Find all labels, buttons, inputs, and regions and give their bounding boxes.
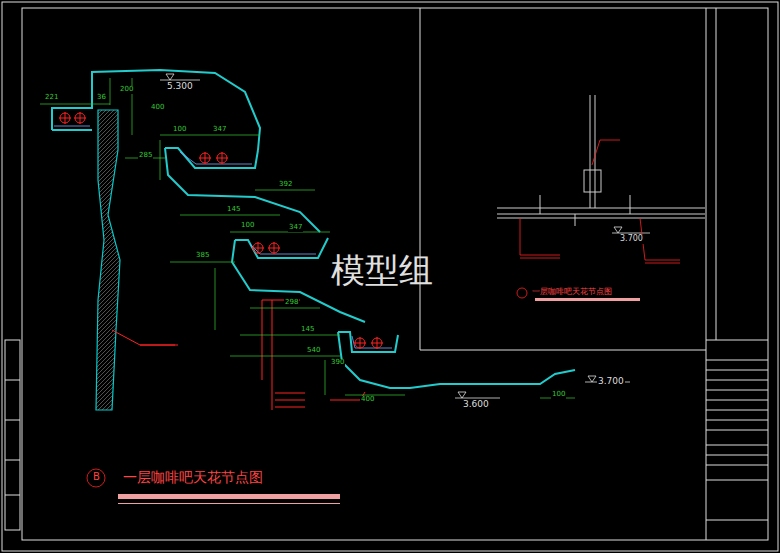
level-mark: 3.600: [462, 400, 490, 410]
dimension: 347: [212, 126, 227, 134]
drawing-title: 一层咖啡吧天花节点图: [122, 470, 264, 485]
dimension: 100: [551, 391, 566, 399]
dimension: 221: [44, 94, 59, 102]
detail-title: 一层咖啡吧天花节点图: [531, 288, 613, 297]
dimension: 540: [306, 347, 321, 355]
dimension: 100: [172, 126, 187, 134]
level-mark: 3.700: [597, 377, 625, 387]
dimension: 285: [138, 152, 153, 160]
level-mark: 5.300: [166, 82, 194, 92]
dimension: 347: [288, 224, 303, 232]
dimension: 400: [150, 104, 165, 112]
dimension: 145: [300, 326, 315, 334]
dimension: 385: [195, 252, 210, 260]
dimension: 390: [330, 359, 345, 367]
dimension: 100: [240, 222, 255, 230]
level-mark: 3.700: [619, 235, 644, 244]
dimension: 298: [284, 299, 299, 307]
dimension: 36: [96, 94, 107, 102]
dimension: 200: [119, 86, 134, 94]
dimension: 392: [278, 181, 293, 189]
dimension: 400: [360, 396, 375, 404]
dimension: 145: [226, 206, 241, 214]
watermark: 模型组: [330, 252, 434, 289]
detail-index: B: [92, 471, 101, 482]
